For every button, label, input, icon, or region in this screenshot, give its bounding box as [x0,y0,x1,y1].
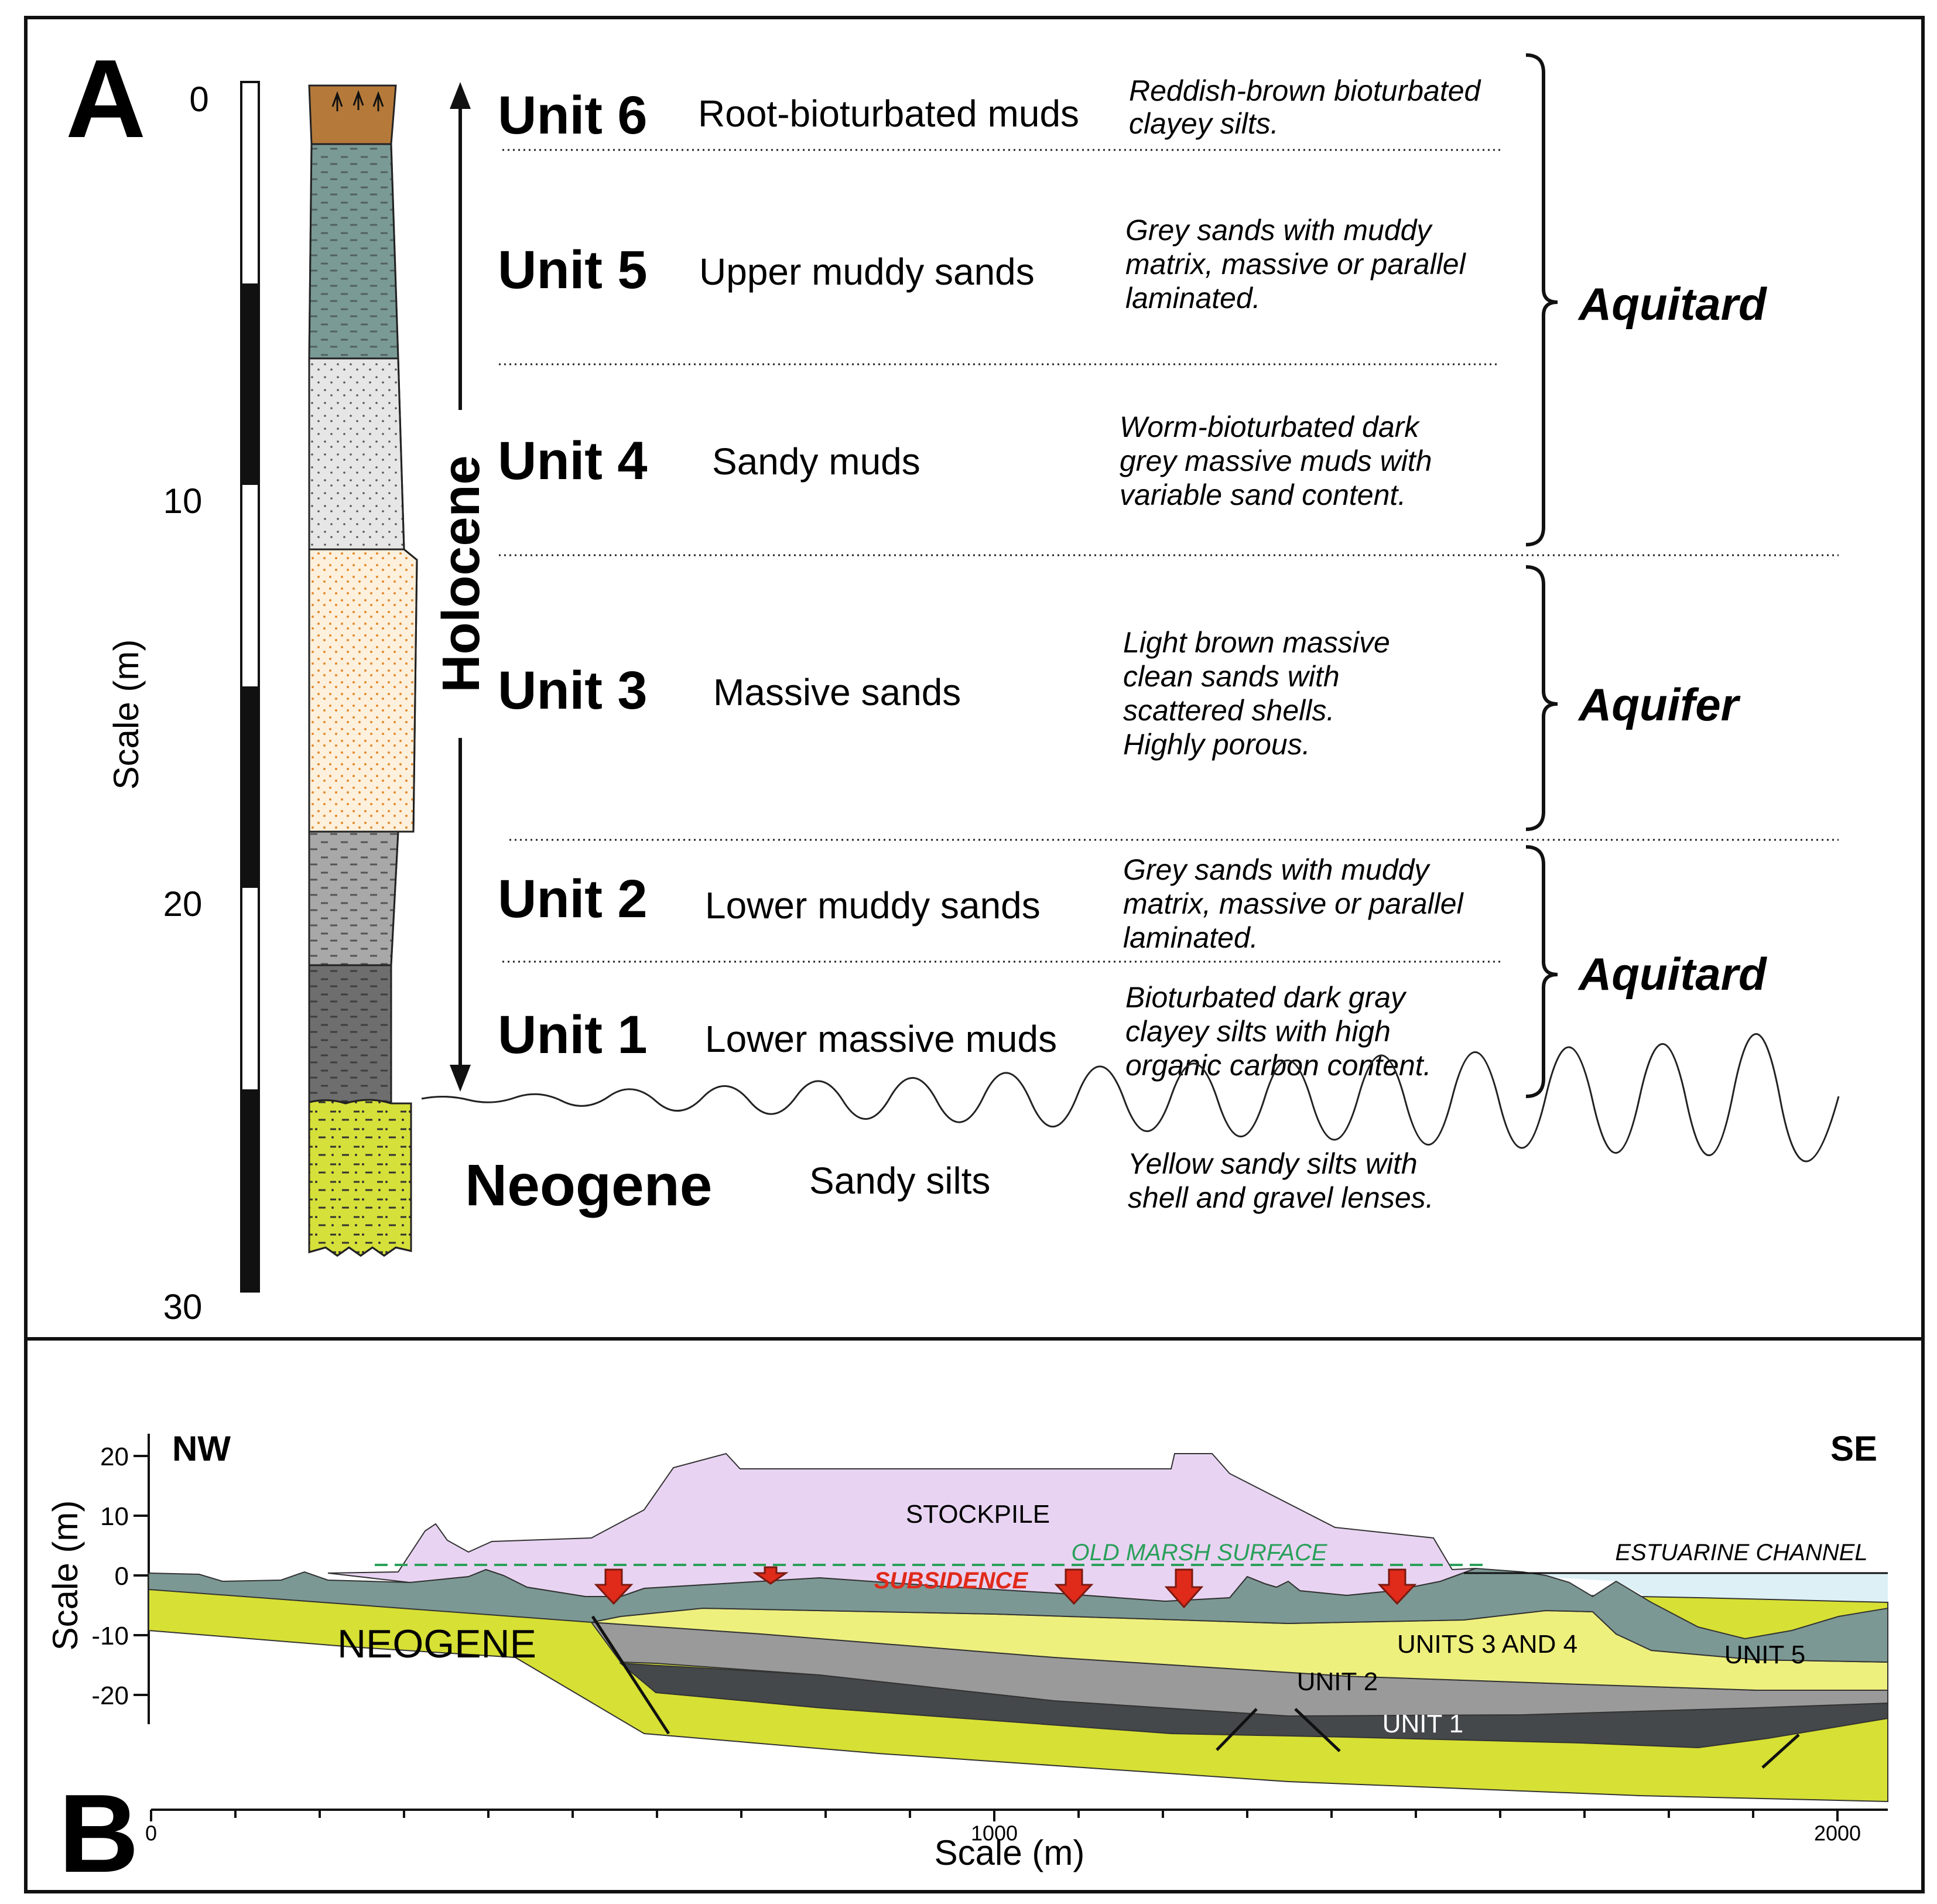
direction-se: SE [1830,1429,1877,1468]
unit-name: Unit 2 [498,869,648,929]
fault-line [591,1615,670,1735]
unit-description-line: shell and gravel lenses. [1128,1181,1434,1214]
unit-description-line: matrix, massive or parallel [1125,248,1467,281]
unit-description-line: Yellow sandy silts with [1128,1147,1418,1180]
unit-description-line: clayey silts. [1129,107,1279,140]
hydro-label-aquitard-upper: Aquitard [1577,278,1767,330]
unit-description-line: grey massive muds with [1120,445,1432,477]
unit-description-line: Reddish-brown bioturbated [1129,74,1482,107]
hydro-label-aquifer: Aquifer [1577,679,1741,730]
unit-name: Unit 1 [498,1005,648,1065]
unit-lithology: Root-bioturbated muds [698,93,1079,135]
panel-a: A 0 10 20 30 Scale (m) [66,37,1840,1327]
label-unit-5: UNIT 5 [1724,1640,1806,1669]
fault-line [1761,1734,1800,1769]
unit-name: Neogene [465,1153,712,1218]
label-units-3-4: UNITS 3 AND 4 [1397,1630,1577,1659]
unit-lithology: Lower massive muds [705,1018,1057,1060]
unit-lithology: Upper muddy sands [699,251,1035,293]
unit-lithology: Sandy silts [809,1160,990,1202]
unit-lithology: Sandy muds [712,440,920,483]
figure-frame [24,16,1925,1893]
fault-line [1294,1708,1341,1752]
unit-description-line: matrix, massive or parallel [1123,887,1464,920]
unit-description-line: Grey sands with muddy [1123,853,1430,886]
label-unit-1: UNIT 1 [1382,1710,1464,1738]
brace-aquitard-lower [1525,845,1558,1098]
y-axis [134,1434,150,1724]
y-tick-label: 0 [115,1562,129,1591]
label-subsidence: SUBSIDENCE [874,1568,1029,1594]
x-axis-title: Scale (m) [935,1833,1085,1872]
unit-description-line: laminated. [1123,921,1258,954]
unit-description-line: clean sands with [1123,660,1340,693]
y-tick-label: -10 [91,1622,129,1650]
strat-column [308,84,418,1257]
unit-name: Unit 6 [498,86,648,145]
holocene-label: Holocene [432,455,491,692]
unit-description-line: clayey silts with high [1125,1015,1391,1048]
unit-boundaries [499,149,1839,963]
unit-description-line: variable sand content. [1120,478,1406,511]
depth-tick-20: 20 [163,884,203,924]
x-axis [150,1809,1888,1821]
y-axis-title: Scale (m) [46,1500,85,1651]
subsidence-arrow [594,1568,634,1605]
holocene-arrow [450,82,471,1092]
panel-b-letter: B [59,1772,139,1896]
unit-row-neogene: Neogene Sandy silts Yellow sandy silts w… [465,1147,1434,1218]
subsidence-arrow [1054,1568,1094,1605]
unit-row-1: Unit 1 Lower massive muds Bioturbated da… [498,981,1432,1082]
unit-name: Unit 4 [498,431,648,491]
x-tick-label: 2000 [1814,1821,1861,1845]
unit-name: Unit 3 [498,661,648,720]
unconformity-line [421,1033,1840,1163]
depth-tick-0: 0 [189,80,208,119]
unit-lithology: Lower muddy sands [705,884,1041,927]
y-tick-label: -20 [91,1681,129,1710]
unit-row-6: Unit 6 Root-bioturbated muds Reddish-bro… [498,74,1482,145]
brace-aquifer [1525,565,1558,831]
depth-tick-10: 10 [163,481,203,521]
x-tick-label: 1000 [971,1821,1018,1845]
label-neogene: NEOGENE [337,1622,536,1666]
brace-aquitard-upper [1525,53,1558,546]
depth-scale-bar [240,81,260,1293]
label-old-marsh-surface: OLD MARSH SURFACE [1071,1540,1327,1565]
hydro-braces [1525,53,1558,1098]
depth-tick-30: 30 [163,1287,203,1327]
depth-scale-title: Scale (m) [107,640,146,790]
subsidence-arrows [594,1566,1417,1609]
column-unit-6 [308,84,397,145]
panel-a-letter: A [66,37,146,161]
y-tick-label: 10 [100,1502,129,1531]
label-estuarine-channel: ESTUARINE CHANNEL [1615,1540,1867,1565]
unit-description-line: Grey sands with muddy [1125,214,1433,247]
unit-description-line: scattered shells. [1123,694,1334,727]
hydro-label-aquitard-lower: Aquitard [1577,948,1767,1000]
unit-row-3: Unit 3 Massive sands Light brown massive… [498,626,1390,761]
unit-row-5: Unit 5 Upper muddy sands Grey sands with… [498,214,1467,315]
unit-description-line: laminated. [1125,282,1261,315]
y-tick-label: 20 [100,1442,129,1471]
subsidence-arrow [752,1566,789,1585]
subsidence-arrow [1164,1568,1204,1609]
unit-row-4: Unit 4 Sandy muds Worm-bioturbated dark … [498,411,1432,511]
unit-lithology: Massive sands [713,671,961,713]
unit-description-line: Worm-bioturbated dark [1120,411,1421,443]
subsidence-arrow [1377,1568,1417,1605]
unit-description-line: Highly porous. [1123,728,1310,761]
direction-nw: NW [172,1429,231,1468]
panel-b: B NW SE 20 10 0 -10 -20 Scale (m) [46,1429,1888,1896]
unit-description-line: Light brown massive [1123,626,1390,659]
fault-line [1216,1708,1258,1751]
unit-name: Unit 5 [498,240,648,300]
unit-row-2: Unit 2 Lower muddy sands Grey sands with… [498,853,1464,954]
x-tick-label: 0 [145,1821,157,1845]
label-unit-2: UNIT 2 [1297,1667,1378,1696]
unit-description-line: Bioturbated dark gray [1125,981,1407,1014]
label-stockpile: STOCKPILE [906,1500,1050,1529]
